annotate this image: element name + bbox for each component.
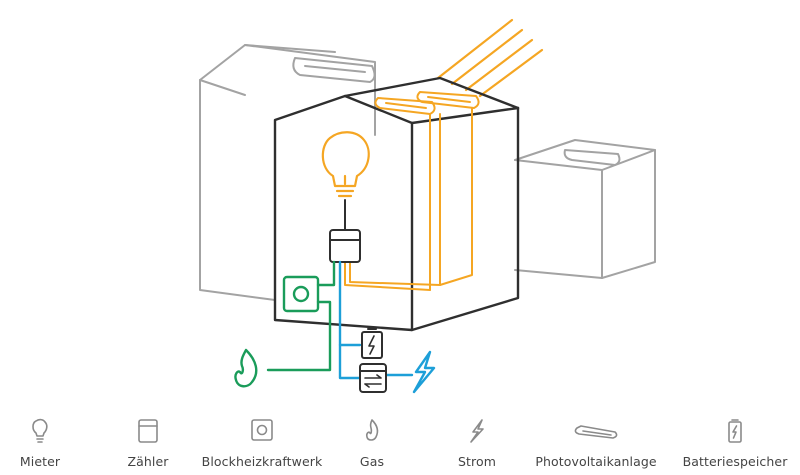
flame-icon	[234, 348, 258, 388]
legend-item-battery: Batteriespeicher	[655, 418, 800, 474]
power-wiring	[338, 260, 414, 380]
legend-label: Batteriespeicher	[682, 454, 788, 469]
solar-panel-icon	[574, 425, 618, 439]
legend-item-gas: Gas	[292, 418, 452, 474]
sun-rays	[436, 18, 544, 98]
energy-diagram	[199, 18, 656, 394]
legend-item-chp: Blockheizkraftwerk	[182, 418, 342, 474]
lightbulb-icon	[321, 131, 370, 198]
background-building-right	[514, 139, 656, 279]
pv-panels	[374, 91, 480, 115]
legend-label: Blockheizkraftwerk	[201, 454, 323, 469]
legend-label: Photovoltaikanlage	[535, 454, 657, 469]
battery-icon	[361, 328, 383, 359]
chp-wiring	[266, 260, 336, 372]
legend-label: Gas	[359, 454, 385, 469]
legend-item-tenant: Mieter	[0, 418, 120, 474]
legend-item-meter: Zähler	[68, 418, 228, 474]
lightbulb-icon	[32, 418, 48, 443]
legend-label: Strom	[457, 454, 497, 469]
battery-icon	[728, 419, 742, 443]
legend-label: Mieter	[19, 454, 61, 469]
meter-icon	[138, 419, 158, 443]
meter-icon	[329, 229, 361, 263]
chp-unit-icon	[282, 275, 320, 313]
lightning-icon	[412, 350, 436, 394]
legend-item-power: Strom	[397, 418, 557, 474]
lightning-icon	[470, 419, 484, 443]
inverter-icon	[359, 363, 387, 393]
chp-unit-icon	[251, 419, 273, 441]
legend-item-pv: Photovoltaikanlage	[516, 418, 676, 474]
pv-wiring	[344, 107, 473, 291]
background-building-left	[199, 44, 376, 301]
legend: Mieter Zähler Blockheizkraftwerk Gas Str…	[0, 400, 800, 475]
legend-label: Zähler	[127, 454, 169, 469]
flame-icon	[366, 419, 379, 441]
